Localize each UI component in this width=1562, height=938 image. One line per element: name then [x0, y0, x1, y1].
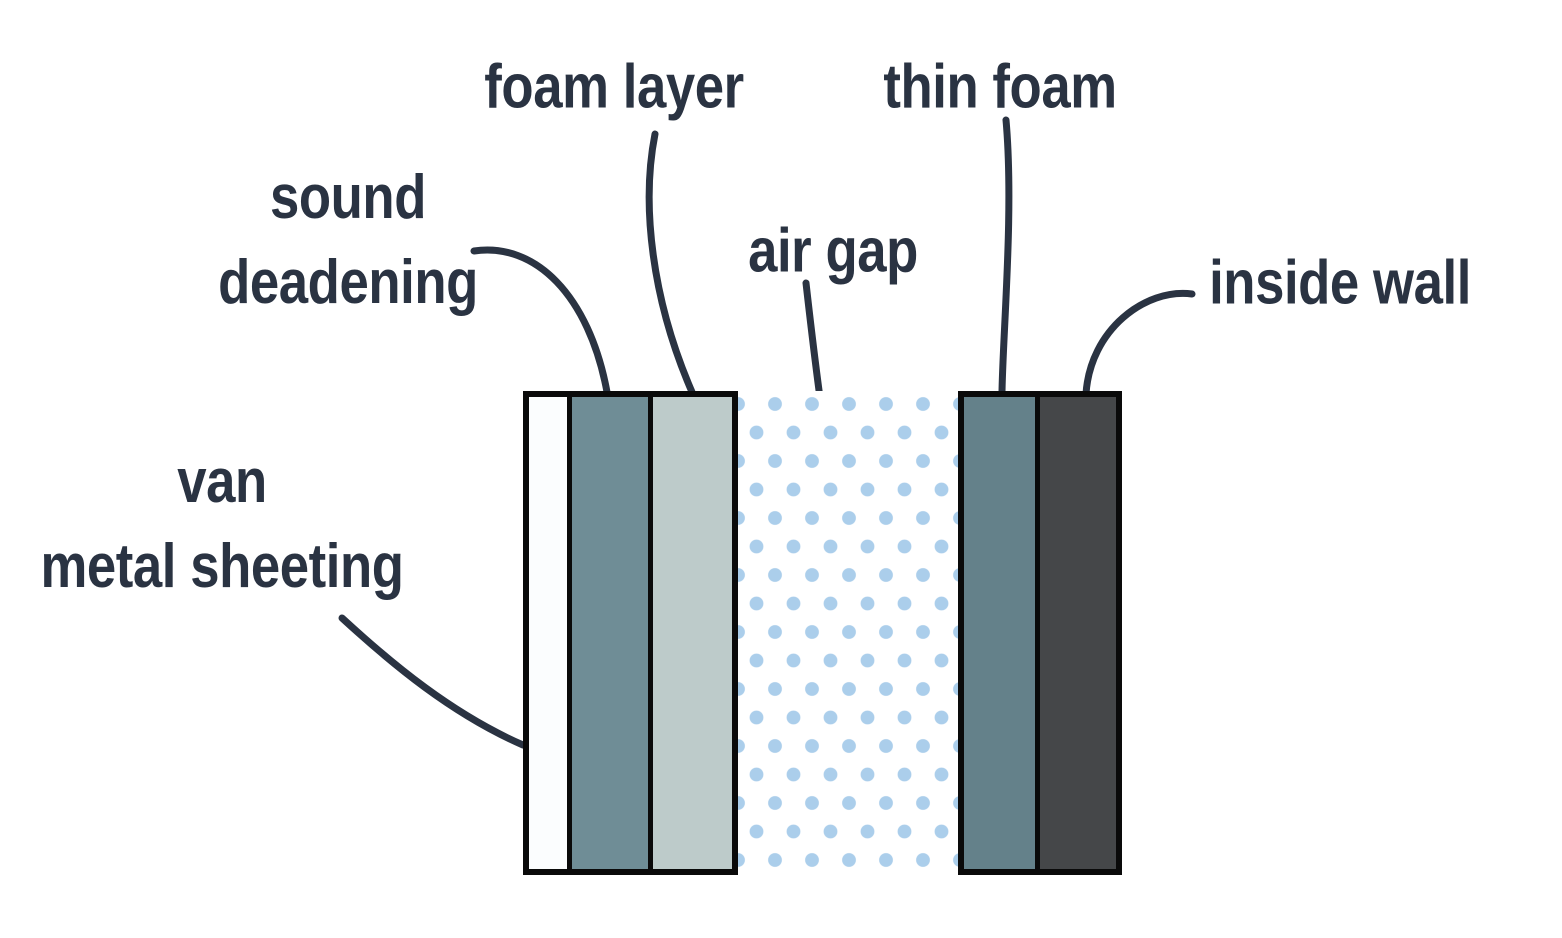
layer-inside-wall	[1040, 397, 1116, 869]
label-van-metal-sheeting-line1: van	[177, 447, 267, 516]
label-inside-wall: inside wall	[1209, 248, 1471, 318]
leader-foam-layer	[645, 130, 696, 396]
leader-sound-deadening	[470, 246, 611, 396]
leader-inside-wall	[1082, 289, 1196, 398]
air-gap-dots	[738, 391, 958, 875]
label-thin-foam: thin foam	[883, 52, 1117, 122]
label-air-gap: air gap	[748, 216, 918, 286]
layer-thin-foam	[964, 397, 1035, 869]
layer-sound-deadening	[572, 397, 648, 869]
label-van-metal-sheeting: van metal sheeting	[40, 439, 403, 609]
label-sound-deadening: sound deadening	[218, 155, 478, 325]
inner-wall-stack	[958, 391, 1122, 875]
layer-foam	[653, 397, 732, 869]
label-van-metal-sheeting-line2: metal sheeting	[40, 532, 404, 601]
label-foam-layer: foam layer	[484, 52, 744, 122]
leader-van-metal-sheeting	[338, 614, 527, 749]
label-sound-deadening-line2: deadening	[218, 248, 478, 317]
layer-van-metal-sheeting	[529, 397, 567, 869]
label-sound-deadening-line1: sound	[270, 163, 426, 232]
outer-wall-stack	[523, 391, 738, 875]
leader-thin-foam	[998, 116, 1013, 396]
